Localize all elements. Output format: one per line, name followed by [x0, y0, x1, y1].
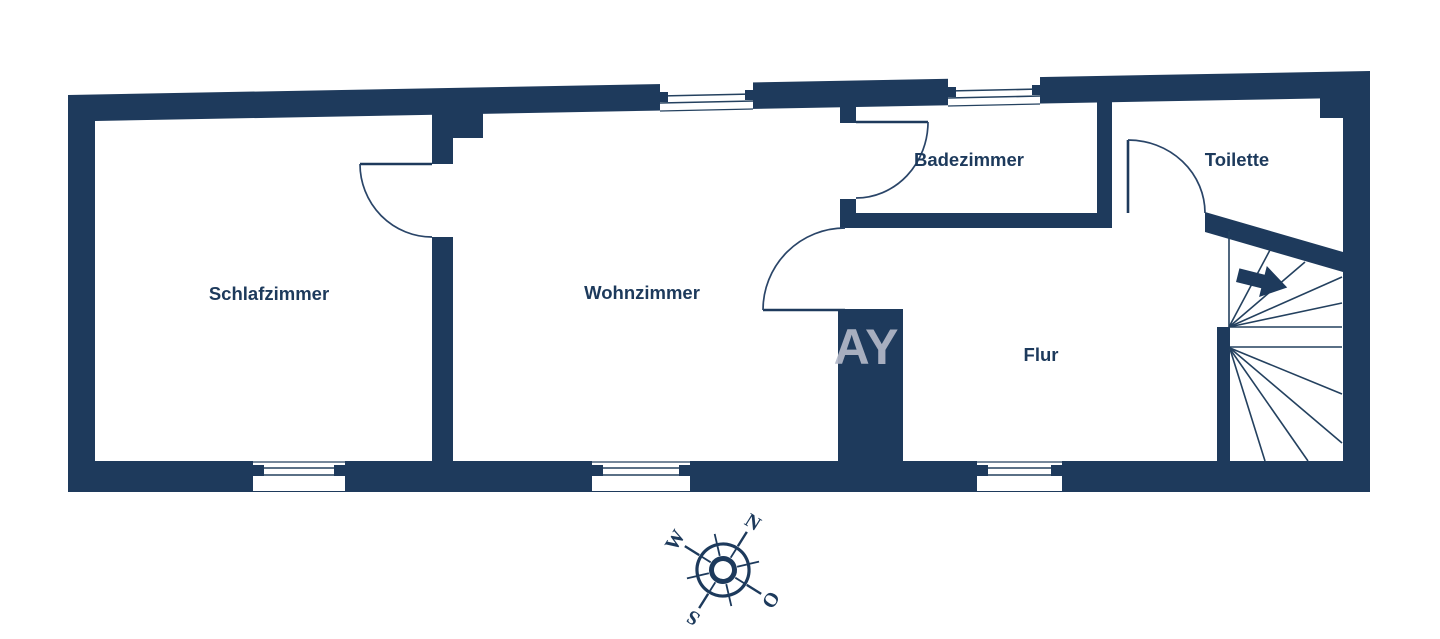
staircase: [1228, 231, 1343, 462]
door-flur-wohnzimmer: [762, 227, 846, 312]
wall-stair-diagonal: [1205, 212, 1343, 272]
compass-letter-s: S: [683, 605, 704, 630]
window-flur-bottom: [977, 461, 1062, 491]
door-schlafzimmer: [359, 162, 433, 238]
wall-schlafzimmer-wohnzimmer: [432, 106, 453, 461]
window-wohnzimmer-top: [657, 80, 756, 112]
room-label-badezimmer: Badezimmer: [914, 149, 1024, 170]
compass-letter-w: W: [661, 526, 690, 555]
compass-letter-n: N: [741, 509, 765, 536]
room-label-wohnzimmer: Wohnzimmer: [584, 282, 700, 303]
wall-stair-west: [1217, 327, 1230, 461]
window-wohnzimmer-bottom: [592, 461, 690, 491]
window-schlafzimmer-bottom: [253, 461, 345, 491]
compass-letter-o: O: [757, 587, 784, 612]
watermark-text: AY: [834, 319, 899, 375]
floor-area: [95, 98, 1343, 461]
wall-step-block-wohnzimmer: [448, 110, 483, 138]
door-opening-flur: [837, 228, 859, 309]
wall-badezimmer-flur: [845, 213, 1112, 228]
door-opening-badezimmer: [837, 123, 859, 199]
wall-badezimmer-toilette: [1097, 100, 1112, 228]
stair-direction-arrow-icon: [1236, 265, 1288, 298]
wall-notch-top-right: [1320, 95, 1343, 118]
chimney-pillar: [838, 309, 903, 461]
door-toilette: [1126, 139, 1206, 214]
door-badezimmer: [855, 120, 929, 199]
room-label-flur: Flur: [1024, 344, 1059, 365]
door-opening-schlafzimmer: [429, 164, 456, 237]
window-badezimmer-top: [945, 75, 1043, 107]
room-label-schlafzimmer: Schlafzimmer: [209, 283, 329, 304]
compass-rose-icon: N O S W: [661, 509, 784, 630]
room-label-toilette: Toilette: [1205, 149, 1269, 170]
